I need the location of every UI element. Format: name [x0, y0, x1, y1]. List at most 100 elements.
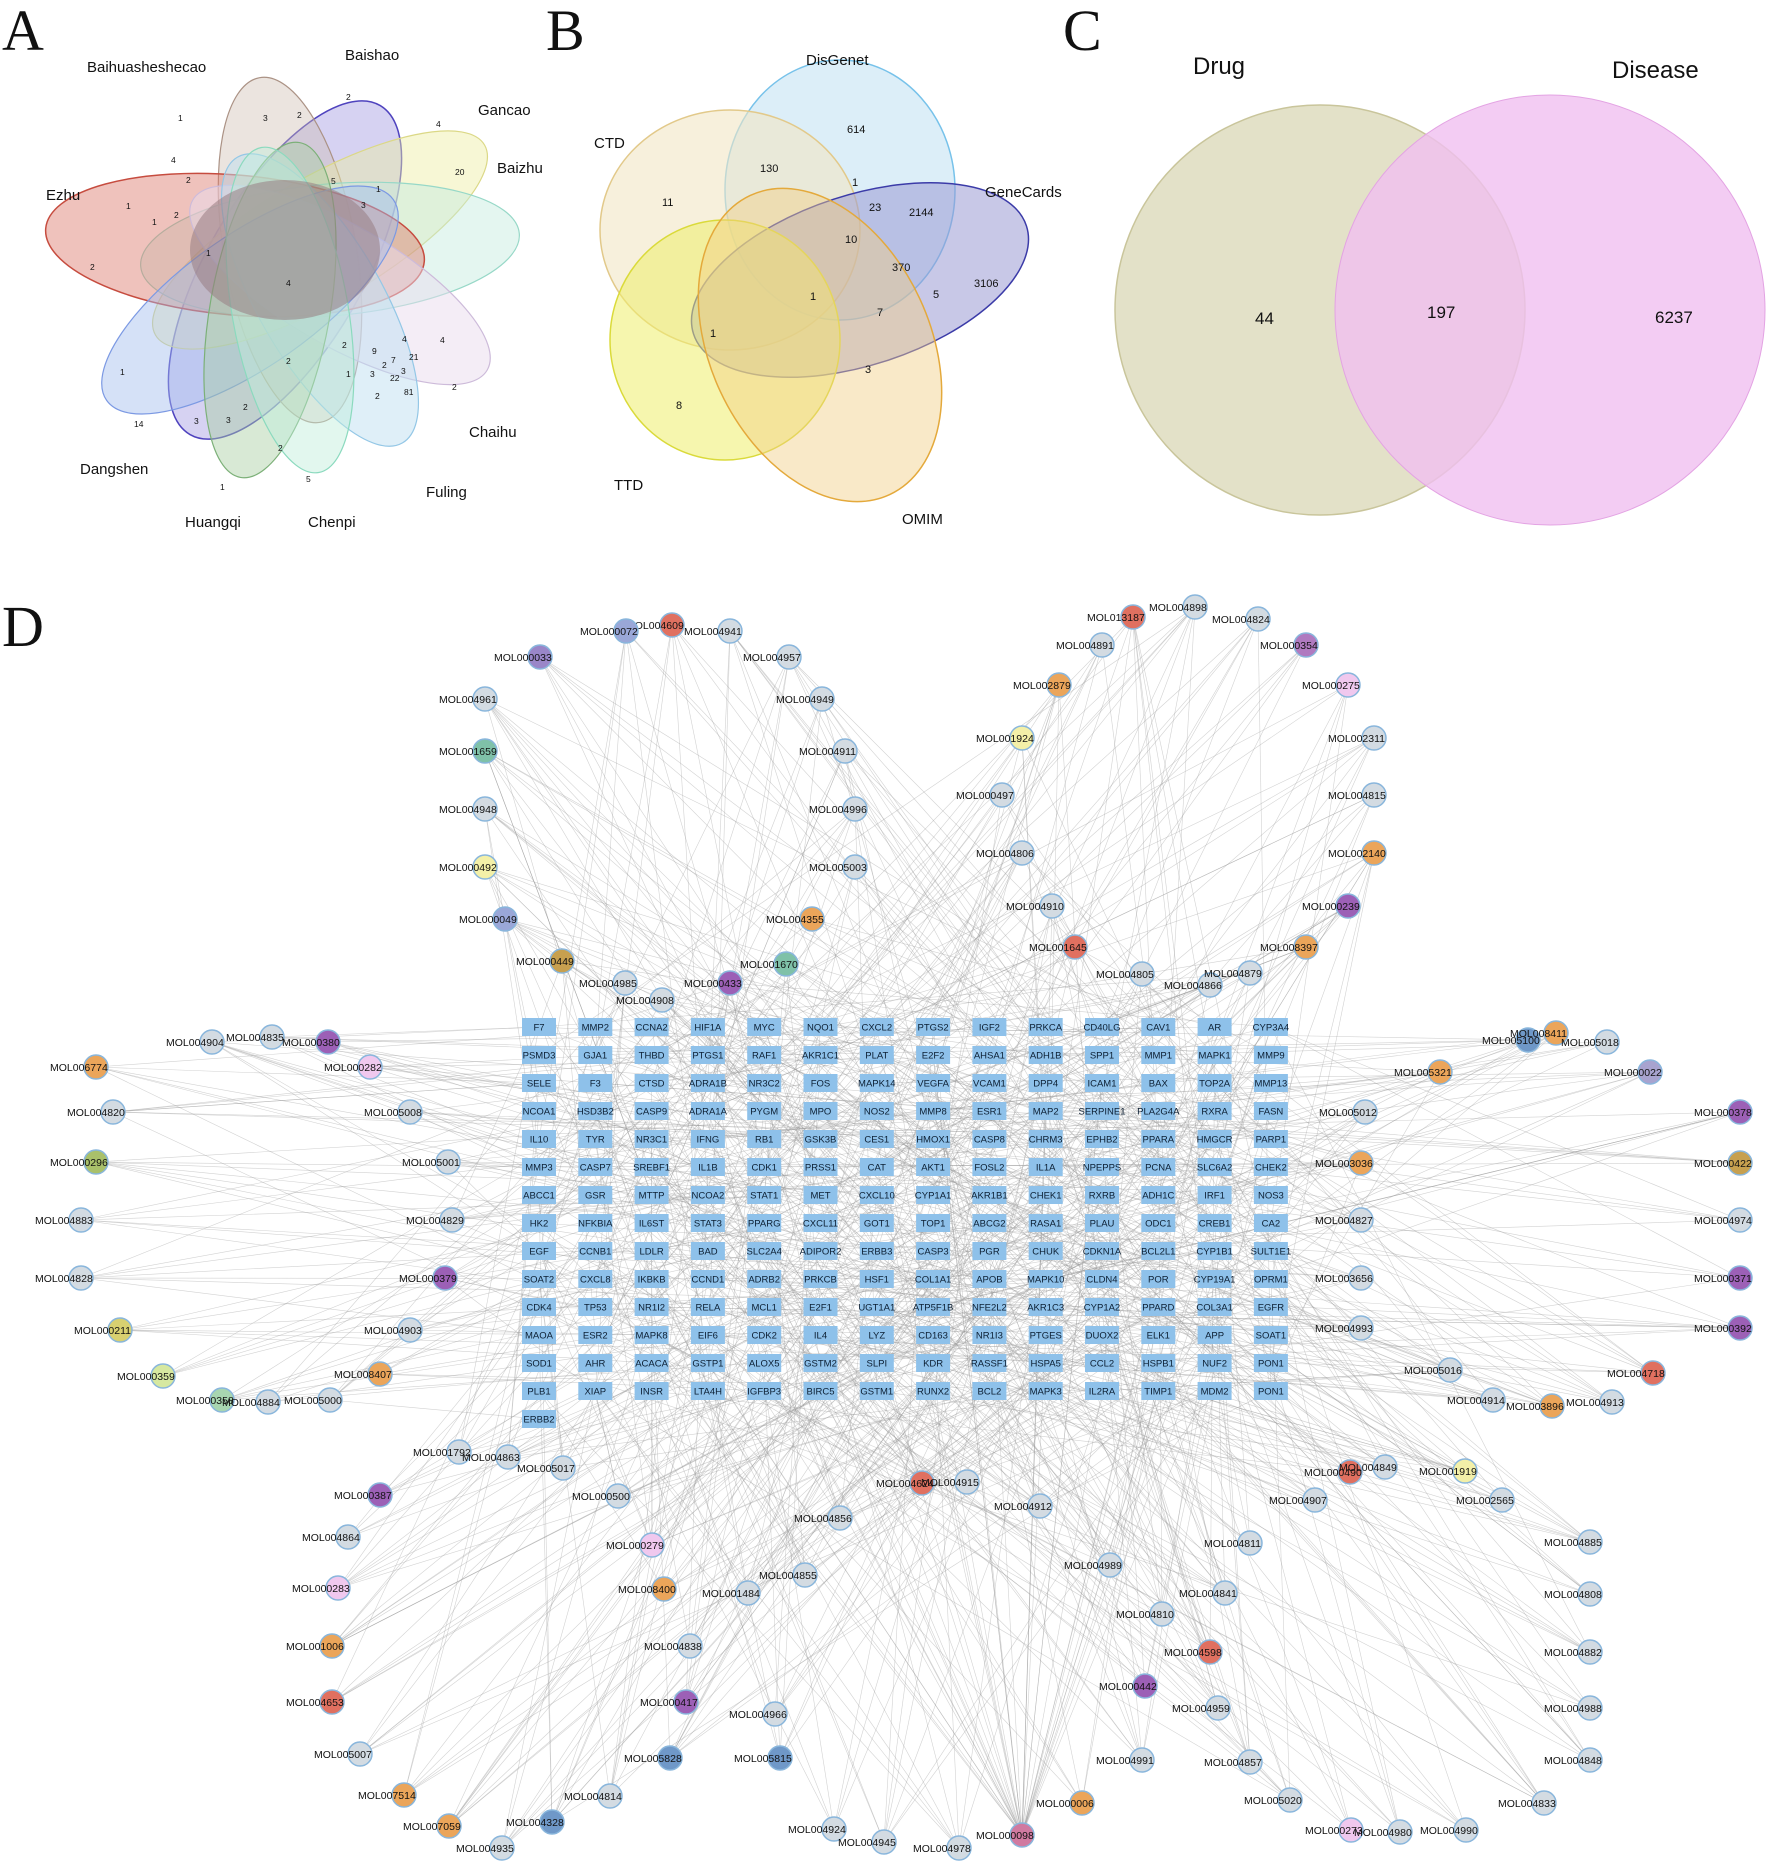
compound-node[interactable] — [1577, 1581, 1603, 1607]
gene-node[interactable] — [1085, 1298, 1119, 1316]
gene-node[interactable] — [747, 1130, 782, 1148]
compound-node[interactable] — [1348, 1207, 1374, 1233]
compound-node[interactable] — [657, 1745, 683, 1771]
compound-node[interactable] — [1129, 961, 1155, 987]
compound-node[interactable] — [1352, 1099, 1378, 1125]
gene-node[interactable] — [803, 1242, 838, 1260]
gene-node[interactable] — [1141, 1382, 1176, 1400]
gene-node[interactable] — [803, 1326, 838, 1344]
gene-node[interactable] — [578, 1214, 613, 1232]
gene-node[interactable] — [578, 1270, 613, 1288]
gene-node[interactable] — [1197, 1382, 1232, 1400]
compound-node[interactable] — [472, 738, 498, 764]
gene-node[interactable] — [522, 1018, 556, 1036]
compound-node[interactable] — [946, 1835, 972, 1861]
gene-node[interactable] — [522, 1130, 556, 1148]
compound-node[interactable] — [827, 1505, 853, 1531]
gene-node[interactable] — [972, 1074, 1007, 1092]
gene-node[interactable] — [634, 1130, 669, 1148]
gene-node[interactable] — [972, 1242, 1007, 1260]
gene-node[interactable] — [1141, 1242, 1176, 1260]
compound-node[interactable] — [1640, 1360, 1666, 1386]
compound-node[interactable] — [255, 1389, 281, 1415]
gene-node[interactable] — [747, 1102, 782, 1120]
gene-node[interactable] — [1197, 1270, 1232, 1288]
compound-node[interactable] — [446, 1439, 472, 1465]
compound-node[interactable] — [1338, 1817, 1364, 1843]
gene-node[interactable] — [916, 1382, 951, 1400]
gene-node[interactable] — [972, 1214, 1007, 1232]
compound-node[interactable] — [842, 796, 868, 822]
gene-node[interactable] — [690, 1270, 725, 1288]
gene-node[interactable] — [1197, 1158, 1232, 1176]
compound-node[interactable] — [799, 906, 825, 932]
compound-node[interactable] — [1577, 1695, 1603, 1721]
gene-node[interactable] — [1253, 1326, 1288, 1344]
gene-node[interactable] — [1253, 1046, 1288, 1064]
gene-node[interactable] — [859, 1130, 894, 1148]
compound-node[interactable] — [1727, 1099, 1753, 1125]
compound-node[interactable] — [83, 1149, 109, 1175]
compound-node[interactable] — [472, 796, 498, 822]
gene-node[interactable] — [859, 1186, 894, 1204]
compound-node[interactable] — [1237, 960, 1263, 986]
gene-node[interactable] — [859, 1074, 894, 1092]
compound-node[interactable] — [1727, 1315, 1753, 1341]
compound-node[interactable] — [489, 1835, 515, 1861]
gene-node[interactable] — [916, 1158, 951, 1176]
gene-node[interactable] — [522, 1158, 556, 1176]
compound-node[interactable] — [68, 1265, 94, 1291]
compound-node[interactable] — [832, 738, 858, 764]
gene-node[interactable] — [747, 1158, 782, 1176]
compound-node[interactable] — [1293, 632, 1319, 658]
gene-node[interactable] — [578, 1298, 613, 1316]
compound-node[interactable] — [1129, 1747, 1155, 1773]
gene-node[interactable] — [747, 1186, 782, 1204]
compound-node[interactable] — [1539, 1393, 1565, 1419]
gene-node[interactable] — [1085, 1214, 1119, 1232]
compound-node[interactable] — [539, 1809, 565, 1835]
gene-node[interactable] — [1141, 1186, 1176, 1204]
gene-node[interactable] — [1028, 1242, 1063, 1260]
gene-node[interactable] — [578, 1074, 613, 1092]
gene-node[interactable] — [916, 1130, 951, 1148]
gene-node[interactable] — [522, 1270, 556, 1288]
compound-node[interactable] — [1599, 1389, 1625, 1415]
compound-node[interactable] — [871, 1829, 897, 1855]
gene-node[interactable] — [916, 1326, 951, 1344]
gene-node[interactable] — [803, 1186, 838, 1204]
compound-node[interactable] — [1594, 1029, 1620, 1055]
gene-node[interactable] — [1028, 1130, 1063, 1148]
gene-node[interactable] — [634, 1158, 669, 1176]
gene-node[interactable] — [578, 1186, 613, 1204]
compound-node[interactable] — [357, 1054, 383, 1080]
gene-node[interactable] — [634, 1270, 669, 1288]
gene-node[interactable] — [747, 1354, 782, 1372]
gene-node[interactable] — [578, 1046, 613, 1064]
compound-node[interactable] — [773, 951, 799, 977]
gene-node[interactable] — [578, 1326, 613, 1344]
compound-node[interactable] — [1009, 725, 1035, 751]
gene-node[interactable] — [634, 1242, 669, 1260]
compound-node[interactable] — [1727, 1265, 1753, 1291]
compound-node[interactable] — [1237, 1749, 1263, 1775]
gene-node[interactable] — [916, 1074, 951, 1092]
gene-node[interactable] — [916, 1046, 951, 1064]
gene-node[interactable] — [634, 1214, 669, 1232]
gene-node[interactable] — [690, 1018, 725, 1036]
gene-node[interactable] — [690, 1074, 725, 1092]
gene-node[interactable] — [690, 1326, 725, 1344]
gene-node[interactable] — [1253, 1382, 1288, 1400]
gene-node[interactable] — [972, 1046, 1007, 1064]
compound-node[interactable] — [549, 948, 575, 974]
gene-node[interactable] — [522, 1410, 556, 1428]
gene-node[interactable] — [1197, 1074, 1232, 1092]
compound-node[interactable] — [1337, 1459, 1363, 1485]
compound-node[interactable] — [1069, 1790, 1095, 1816]
compound-node[interactable] — [1727, 1207, 1753, 1233]
compound-node[interactable] — [1361, 840, 1387, 866]
gene-node[interactable] — [1085, 1046, 1119, 1064]
gene-node[interactable] — [803, 1354, 838, 1372]
compound-node[interactable] — [735, 1580, 761, 1606]
gene-node[interactable] — [1253, 1102, 1288, 1120]
